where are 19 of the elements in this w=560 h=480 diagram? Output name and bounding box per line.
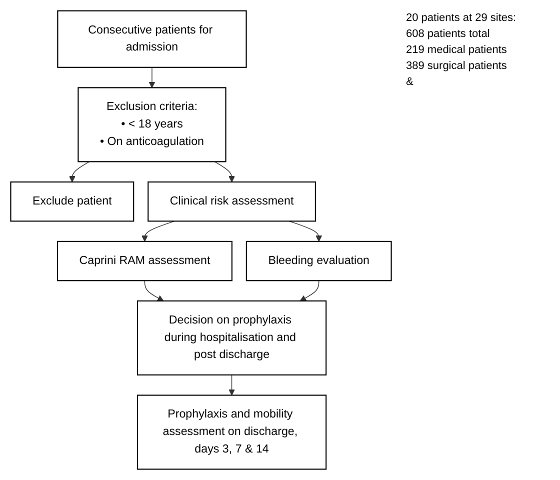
note-text: 219 medical patients bbox=[406, 44, 508, 56]
arrow bbox=[300, 280, 320, 302]
node-box: Decision on prophylaxis during hospitalisation and post discharge bbox=[136, 300, 327, 376]
node-box: Prophylaxis and mobility assessment on discharge, days 3, 7 & 14 bbox=[136, 394, 327, 470]
node-box: Exclusion criteria: • < 18 years • On anticoagulation bbox=[78, 87, 226, 162]
note-text: & bbox=[406, 76, 414, 88]
node-box: Bleeding evaluation bbox=[246, 240, 392, 282]
note-text: 389 surgical patients bbox=[406, 60, 508, 72]
arrow bbox=[148, 67, 156, 88]
arrow bbox=[68, 161, 90, 182]
node-box: Consecutive patients for admission bbox=[57, 10, 247, 68]
arrow bbox=[228, 374, 235, 396]
node-box: Caprini RAM assessment bbox=[56, 240, 232, 282]
node-box: Clinical risk assessment bbox=[148, 181, 316, 222]
note-text: 20 patients at 29 sites: bbox=[406, 12, 518, 24]
arrow bbox=[214, 161, 235, 182]
note-text: 608 patients total bbox=[406, 28, 491, 40]
node-box: Exclude patient bbox=[10, 181, 134, 222]
arrow bbox=[144, 280, 164, 302]
